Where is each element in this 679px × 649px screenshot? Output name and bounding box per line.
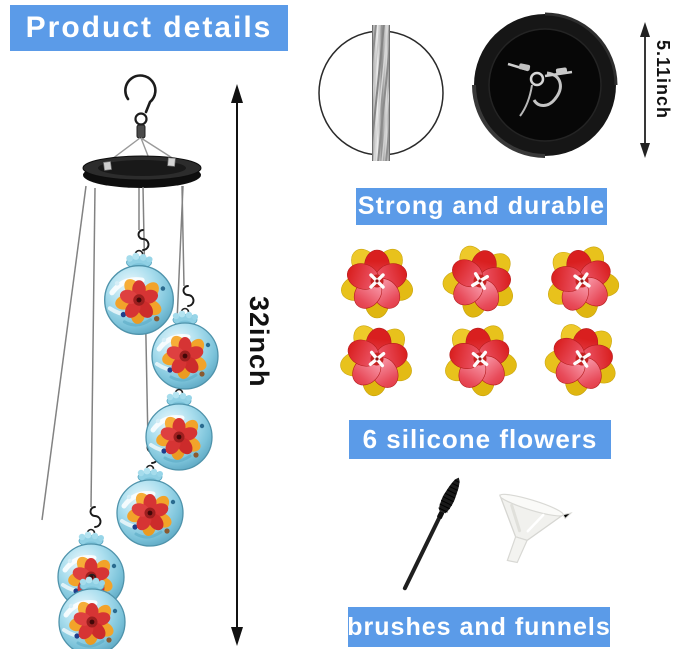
durable-caption-text: Strong and durable [357, 192, 606, 220]
page-title: Product details [10, 5, 288, 51]
disc-top-view [472, 12, 618, 158]
wind-chime-illustration [41, 74, 243, 649]
ball-hook [89, 506, 102, 528]
disc-hardware [507, 62, 573, 117]
silicone-flower [431, 233, 529, 329]
height-arrow [231, 84, 243, 646]
silicone-flowers-grid [332, 233, 630, 405]
durable-caption: Strong and durable [356, 188, 607, 225]
accessories-caption-text: brushes and funnels [347, 612, 611, 641]
glass-feeder-ball [146, 390, 212, 471]
glass-feeder-ball [105, 251, 174, 335]
cable-detail-circle [318, 25, 444, 161]
disc-diameter-label: 5.11inch [653, 40, 673, 120]
diameter-arrow [640, 22, 650, 158]
silicone-flower [534, 313, 630, 405]
filling-funnel [498, 493, 573, 564]
silicone-flower [332, 316, 422, 402]
cleaning-brush [402, 477, 460, 591]
page-title-text: Product details [25, 11, 273, 44]
silicone-flower [535, 236, 629, 326]
hanger-hook [103, 74, 178, 166]
silicone-flower [336, 242, 418, 320]
chime-height-label: 32inch [244, 296, 274, 388]
ball-hook [182, 285, 195, 307]
silicone-flower [435, 316, 525, 402]
flowers-caption-text: 6 silicone flowers [362, 424, 598, 454]
accessories-caption: brushes and funnels [347, 607, 611, 647]
glass-feeder-ball [117, 466, 183, 547]
hanger-disc [82, 155, 202, 188]
flowers-caption: 6 silicone flowers [349, 420, 611, 459]
